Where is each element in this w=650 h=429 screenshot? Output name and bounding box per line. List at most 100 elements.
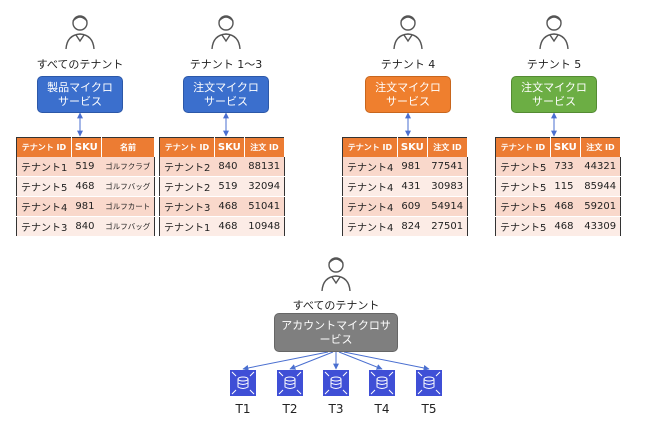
table-cell: 115 [550, 176, 581, 197]
database-label: T1 [235, 402, 251, 416]
table-header: 注文 ID [427, 137, 469, 157]
table-cell: テナント5 [495, 176, 551, 197]
table-row: テナント5 115 85944 [495, 176, 621, 197]
table-cell: テナント5 [495, 157, 551, 177]
connector-account-t2 [289, 351, 334, 370]
service-label: 製品マイクロ サービス [47, 80, 113, 108]
table-cell: 77541 [427, 157, 468, 177]
table-cell: 32094 [244, 176, 285, 197]
table-cell: 43309 [580, 216, 621, 237]
table-cell: テナント5 [16, 176, 72, 197]
table-cell: 468 [550, 196, 581, 217]
table-header: SKU [214, 137, 245, 157]
table-header: テナント ID [16, 137, 72, 157]
database-label: T4 [374, 402, 390, 416]
table-cell: ゴルフバッグ [101, 176, 155, 197]
table-cell: ゴルフカート [101, 196, 155, 217]
table-header: SKU [71, 137, 102, 157]
table-cell: テナント2 [159, 157, 215, 177]
order-microservice-tenant-4: 注文マイクロ サービス [365, 76, 451, 113]
connector-account-t4 [338, 351, 383, 370]
table-cell: ゴルフクラブ [101, 157, 155, 177]
user-caption: テナント 5 [526, 58, 582, 71]
table-cell: 44321 [580, 157, 621, 177]
table-cell: テナント4 [16, 196, 72, 217]
order-table-tenant-5: テナント ID SKU 注文 ID テナント5 733 44321 テナント5 … [495, 137, 622, 237]
table-row: テナント4 981 77541 [342, 157, 468, 177]
database-icon [369, 370, 395, 396]
table-cell: 85944 [580, 176, 621, 197]
table-cell: テナント2 [159, 176, 215, 197]
table-header: テナント ID [342, 137, 398, 157]
table-cell: 981 [71, 196, 102, 217]
table-cell: テナント4 [342, 216, 398, 237]
user-icon [316, 252, 356, 292]
database-label: T5 [421, 402, 437, 416]
table-row: テナント4 609 54914 [342, 196, 468, 217]
database-label: T3 [328, 402, 344, 416]
service-label: アカウントマイクロサービス [281, 318, 391, 346]
table-cell: テナント3 [159, 196, 215, 217]
table-cell: 10948 [244, 216, 285, 237]
table-cell: 519 [71, 157, 102, 177]
table-cell: テナント1 [16, 157, 72, 177]
table-cell: 519 [214, 176, 245, 197]
table-row: テナント2 519 32094 [159, 176, 285, 197]
database-icon [230, 370, 256, 396]
user-icon [534, 10, 574, 50]
table-header: テナント ID [159, 137, 215, 157]
order-table-tenant-1-3: テナント ID SKU 注文 ID テナント2 840 88131 テナント2 … [159, 137, 286, 237]
table-row: テナント4 824 27501 [342, 216, 468, 237]
table-cell: 468 [550, 216, 581, 237]
service-label: 注文マイクロ サービス [193, 80, 259, 108]
table-cell: 30983 [427, 176, 468, 197]
order-table-tenant-4: テナント ID SKU 注文 ID テナント4 981 77541 テナント4 … [342, 137, 469, 237]
user-caption: テナント 1～3 [189, 58, 263, 71]
table-cell: テナント5 [495, 216, 551, 237]
database-icon [323, 370, 349, 396]
user-icon [206, 10, 246, 50]
product-microservice: 製品マイクロ サービス [37, 76, 123, 113]
table-row: テナント1 519 ゴルフクラブ [16, 157, 155, 177]
table-header: SKU [550, 137, 581, 157]
table-cell: 609 [397, 196, 428, 217]
table-row: テナント3 468 51041 [159, 196, 285, 217]
table-row: テナント4 431 30983 [342, 176, 468, 197]
table-row: テナント5 733 44321 [495, 157, 621, 177]
table-row: テナント5 468 59201 [495, 196, 621, 217]
database-icon [277, 370, 303, 396]
table-cell: 54914 [427, 196, 468, 217]
service-label: 注文マイクロ サービス [521, 80, 587, 108]
table-header: SKU [397, 137, 428, 157]
table-cell: ゴルフバッグ [101, 216, 155, 237]
table-row: テナント5 468 ゴルフバッグ [16, 176, 155, 197]
table-cell: 468 [214, 196, 245, 217]
table-cell: 824 [397, 216, 428, 237]
user-caption: すべてのテナント [36, 58, 124, 71]
table-cell: 59201 [580, 196, 621, 217]
database-icon [416, 370, 442, 396]
connector-account-t5 [343, 351, 430, 371]
account-microservice: アカウントマイクロサービス [274, 313, 398, 352]
user-caption: すべてのテナント [292, 299, 380, 312]
user-caption: テナント 4 [380, 58, 436, 71]
table-row: テナント5 468 43309 [495, 216, 621, 237]
table-cell: テナント4 [342, 196, 398, 217]
table-header: 注文 ID [580, 137, 622, 157]
table-cell: テナント1 [159, 216, 215, 237]
product-table: テナント ID SKU 名前 テナント1 519 ゴルフクラブ テナント5 46… [16, 137, 156, 237]
table-header: 注文 ID [244, 137, 286, 157]
table-cell: テナント5 [495, 196, 551, 217]
table-cell: テナント3 [16, 216, 72, 237]
connector-account-t1 [242, 351, 329, 371]
table-header: テナント ID [495, 137, 551, 157]
table-cell: 840 [71, 216, 102, 237]
table-cell: 27501 [427, 216, 468, 237]
user-icon [60, 10, 100, 50]
table-cell: 88131 [244, 157, 285, 177]
order-microservice-tenant-5: 注文マイクロ サービス [511, 76, 597, 113]
table-header: 名前 [101, 137, 156, 157]
service-label: 注文マイクロ サービス [375, 80, 441, 108]
table-cell: 51041 [244, 196, 285, 217]
table-row: テナント2 840 88131 [159, 157, 285, 177]
